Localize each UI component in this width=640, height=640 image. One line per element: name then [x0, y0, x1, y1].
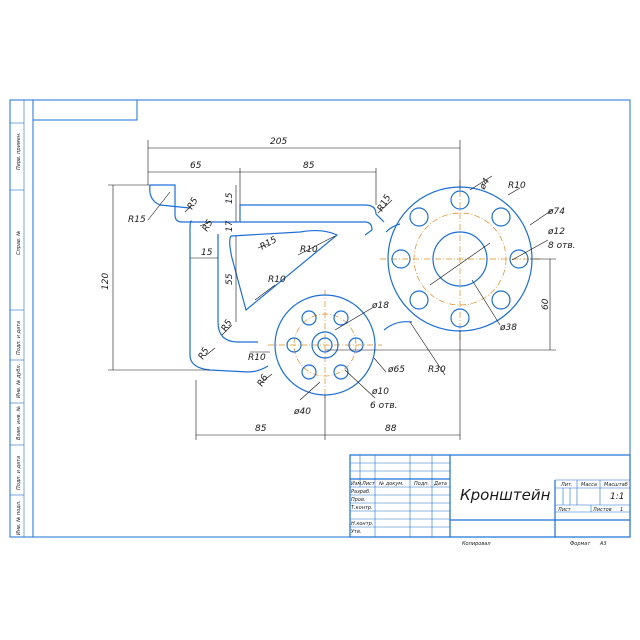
dim-65: 65	[190, 161, 202, 171]
tb-row-label: Утв.	[351, 529, 362, 535]
dim-phi38: ø38	[499, 323, 517, 333]
tb-col-header: Лист	[361, 481, 376, 487]
title-block: Изм. Лист № докум. Подп. Дата Разраб. Пр…	[349, 454, 631, 547]
tb-format-label: Формат	[570, 541, 591, 547]
dim-phi12-note: 8 отв.	[548, 241, 576, 251]
tb-lit-label: Лит.	[560, 482, 573, 488]
dim-r10-a: R10	[300, 245, 318, 255]
tb-col-header: № докум.	[378, 481, 404, 487]
side-stamp: Перв. примен. Справ. № Подп. и дата Инв.…	[16, 132, 22, 535]
dim-r5-d: R5	[197, 346, 212, 362]
dim-phi40: ø40	[293, 407, 311, 417]
tb-scale-value: 1:1	[610, 492, 624, 502]
dimension-texts: 205 65 85 R15 R5 15 17 R5 15 55 R15 R10 …	[101, 137, 576, 434]
dim-55: 55	[225, 273, 235, 285]
dim-r5-b: R5	[201, 218, 216, 234]
tb-row-label: Н.контр.	[351, 521, 373, 527]
side-stamp-text: Инв. № подл.	[16, 501, 22, 536]
dim-r15-b: R15	[259, 235, 280, 253]
dim-120: 120	[101, 273, 111, 290]
tb-row-label: Т.контр.	[351, 505, 373, 511]
drawing-title: Кронштейн	[460, 486, 551, 504]
dim-r30: R30	[428, 365, 446, 375]
side-stamp-text: Подп. и дата	[16, 456, 22, 490]
dim-phi12: ø12	[547, 227, 565, 237]
dim-phi65: ø65	[387, 365, 405, 375]
dim-85-bottom: 85	[255, 424, 267, 434]
dim-r10-b: R10	[268, 275, 286, 285]
dim-r5-c: R5	[220, 318, 235, 334]
dimension-lines	[108, 140, 556, 440]
sheet-frame	[9, 99, 631, 538]
side-stamp-text: Перв. примен.	[16, 132, 22, 170]
side-stamp-text: Справ. №	[16, 231, 22, 255]
tb-sheets-label: Листов	[592, 507, 612, 513]
dim-r6: R6	[256, 373, 271, 389]
side-stamp-text: Инв. № дубл.	[16, 364, 22, 398]
dim-r10-top: R10	[508, 181, 526, 191]
dim-r10-c: R10	[248, 353, 266, 363]
dim-15-b: 15	[201, 248, 213, 258]
side-stamp-text: Подп. и дата	[16, 321, 22, 355]
dim-205: 205	[270, 137, 287, 147]
dim-r15-c: R15	[376, 193, 394, 214]
dim-phi74: ø74	[547, 207, 565, 217]
dim-85-top: 85	[303, 161, 315, 171]
dim-17: 17	[225, 220, 235, 232]
tb-sheets-value: 1	[620, 507, 623, 513]
tb-col-header: Изм.	[351, 481, 363, 487]
tb-col-header: Подп.	[414, 481, 429, 487]
tb-row-label: Разраб.	[351, 489, 371, 495]
tb-col-header: Дата	[433, 481, 447, 487]
dim-88: 88	[385, 424, 397, 434]
tb-scale-label: Масштаб	[604, 482, 628, 488]
dim-15-a: 15	[225, 192, 235, 204]
tb-copied-label: Копировал	[462, 541, 491, 547]
tb-sheet-label: Лист	[557, 507, 572, 513]
side-stamp-text: Взам. инв. №	[16, 406, 22, 440]
tb-format-value: А3	[599, 541, 607, 547]
dim-60: 60	[541, 298, 551, 310]
dim-phi10-note: 6 отв.	[370, 401, 398, 411]
dim-r15-left: R15	[128, 215, 146, 225]
tb-row-label: Пров.	[351, 497, 366, 503]
dim-phi10: ø10	[371, 387, 389, 397]
part-outline	[149, 184, 533, 396]
tb-mass-label: Масса	[581, 482, 597, 488]
dim-phi18: ø18	[371, 301, 389, 311]
